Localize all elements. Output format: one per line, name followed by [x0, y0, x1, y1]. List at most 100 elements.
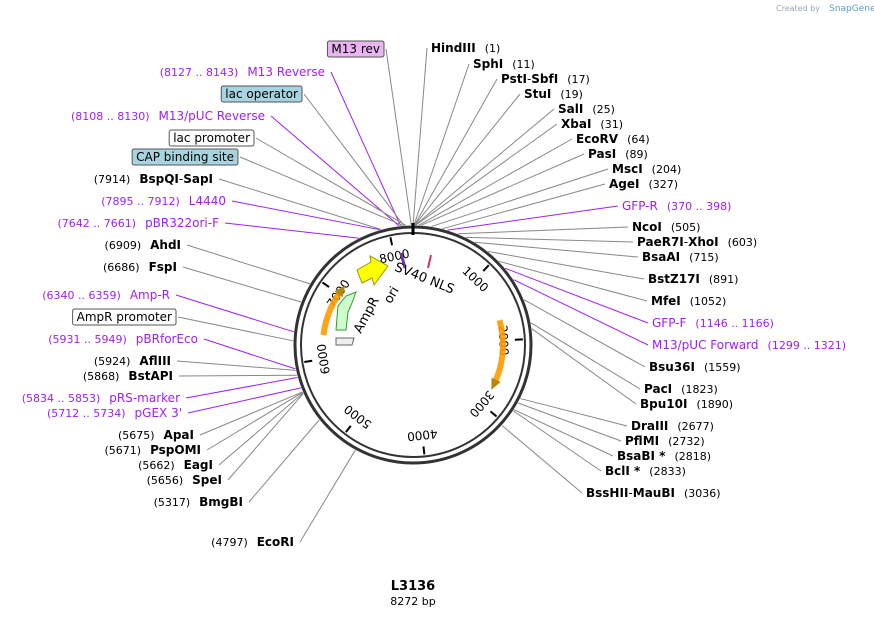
ring-tick-mark [345, 425, 352, 433]
site-position: (5671) [104, 444, 141, 457]
site-name: ApaI [164, 428, 194, 442]
ring-tick-mark [422, 446, 426, 455]
site-label-bstz17i: BstZ17I(891) [648, 272, 738, 286]
site-position: (5675) [118, 429, 155, 442]
connector [523, 299, 646, 368]
site-label-stui: StuI(19) [524, 87, 583, 101]
ring-tick-label: 3000 [467, 388, 497, 420]
site-position: (603) [728, 236, 758, 249]
site-position: (1559) [704, 361, 741, 374]
site-label-pflmi: PflMI(2732) [625, 434, 705, 448]
site-name: EcoRI [257, 535, 294, 549]
feature-name: lac operator [225, 87, 298, 101]
site-position: (25) [592, 103, 615, 116]
connector [488, 250, 645, 280]
site-name: BsaAI [642, 250, 680, 264]
site-label-ampr-promoter: AmpR promoter [72, 308, 177, 326]
site-position: (6340 .. 6359) [42, 289, 121, 302]
connector [224, 222, 359, 239]
site-name: AflIII [139, 354, 171, 368]
site-name: FspI [149, 260, 177, 274]
site-position: (5924) [94, 355, 131, 368]
site-label-xbai: XbaI(31) [561, 117, 623, 131]
site-label-amp-r: Amp-R (6340 .. 6359) [42, 288, 170, 302]
connector [498, 260, 648, 302]
site-position: (5931 .. 5949) [48, 333, 127, 346]
plasmid-ring: 10002000300040005000600070008000 [293, 223, 533, 465]
connector [530, 322, 641, 390]
connector [255, 137, 406, 226]
site-name-2: SbfI [531, 72, 558, 86]
ring-tick-mark [489, 410, 498, 418]
site-position: (1052) [690, 295, 727, 308]
site-name: PstI [501, 72, 527, 86]
site-label-paer7ixhoi: PaeR7I - XhoI(603) [637, 235, 757, 249]
connector [457, 226, 629, 235]
site-label-bpu10i: Bpu10I(1890) [640, 397, 733, 411]
orf-arrow-right [491, 319, 506, 385]
connector [414, 78, 498, 226]
connector [206, 391, 303, 451]
site-name: pGEX 3' [135, 406, 182, 420]
site-position: (89) [625, 148, 648, 161]
site-position: (6686) [103, 261, 140, 274]
site-position: (5834 .. 5853) [22, 392, 101, 405]
feature-name: lac promoter [173, 131, 250, 145]
site-name: GFP-F [652, 316, 687, 330]
connector [505, 267, 649, 324]
site-position: (1823) [681, 383, 718, 396]
connector [182, 266, 302, 303]
site-label-agei: AgeI(327) [609, 177, 678, 191]
site-label-msci: MscI(204) [612, 162, 681, 176]
feature-mark-small [427, 254, 432, 269]
site-position: (5712 .. 5734) [47, 407, 126, 420]
site-name: AhdI [150, 238, 181, 252]
site-name: Amp-R [130, 288, 170, 302]
site-name: BssHII [586, 486, 628, 500]
sv40-nls-mark [399, 252, 407, 269]
feature-name: AmpR promoter [77, 310, 172, 324]
connector [270, 115, 400, 227]
site-name: PacI [644, 382, 672, 396]
site-position: (5656) [147, 474, 184, 487]
site-position: (2818) [674, 450, 711, 463]
site-label-pasi: PasI(89) [588, 147, 648, 161]
site-name: GFP-R [622, 199, 658, 213]
site-position: (4797) [211, 536, 248, 549]
site-label-eagi: EagI(5662) [138, 458, 213, 472]
connector [385, 48, 412, 226]
feature-name: CAP binding site [136, 150, 234, 164]
site-name: PspOMI [150, 443, 201, 457]
connector [203, 338, 296, 370]
site-label-paci: PacI (1823) [644, 382, 718, 396]
orf-arrow-right-head [491, 377, 501, 390]
site-label-sali: SalI(25) [558, 102, 615, 116]
feature-box [72, 308, 177, 326]
site-label-bsaai: BsaAI(715) [642, 250, 719, 264]
feature-box [168, 129, 255, 147]
site-label-pbr322ori-f: pBR322ori-F(7642 .. 7661) [58, 216, 220, 230]
site-position: (505) [671, 221, 701, 234]
site-position: (5662) [138, 459, 175, 472]
site-label-pgex-3: pGEX 3' (5712 .. 5734) [47, 406, 182, 420]
connector [186, 244, 310, 285]
site-sep: - [684, 235, 688, 249]
ampr-label: AmpR [351, 295, 382, 336]
site-label-hindiii: HindIII(1) [431, 41, 500, 55]
site-name: pRS-marker [109, 391, 180, 405]
site-label-lac-promoter: lac promoter [168, 129, 255, 147]
connector [218, 178, 381, 230]
site-label-bmgbi: BmgBI(5317) [154, 495, 243, 509]
feature-name: M13 rev [331, 42, 380, 56]
connector [199, 391, 303, 436]
site-position: (19) [560, 88, 583, 101]
feature-box [220, 85, 303, 103]
site-name: MscI [612, 162, 643, 176]
site-label-ecorv: EcoRV(64) [576, 132, 650, 146]
connector [413, 63, 470, 226]
connector [412, 47, 428, 226]
ring-tick-mark [304, 359, 313, 363]
site-label-fspi: FspI (6686) [103, 260, 177, 274]
connector [420, 153, 585, 226]
